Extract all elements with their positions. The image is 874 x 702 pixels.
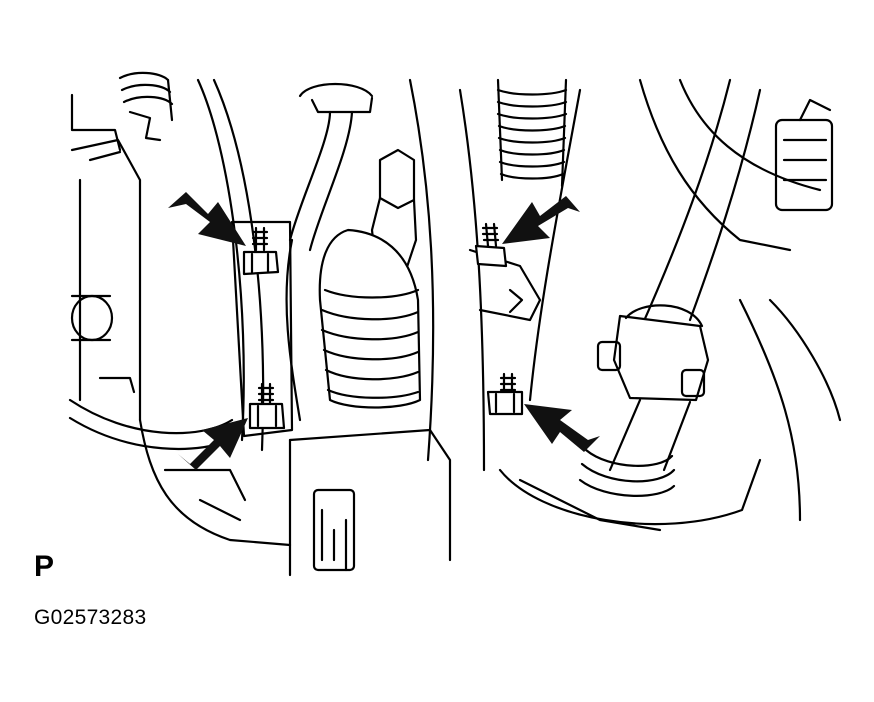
- right-assembly: [468, 78, 842, 532]
- nut-lower-left: [248, 382, 286, 430]
- center-assembly: [230, 78, 486, 577]
- arrow-nut-lower-right: [524, 404, 600, 452]
- arrow-nut-upper-left: [168, 192, 246, 246]
- nut-upper-right: [474, 222, 508, 268]
- nut-upper-left: [242, 226, 280, 276]
- arrow-nut-lower-left: [178, 418, 248, 470]
- figure-code: G02573283: [34, 606, 147, 629]
- view-label: P: [34, 550, 55, 583]
- arrow-nut-upper-right: [502, 196, 580, 244]
- left-assembly: [68, 71, 292, 547]
- nut-lower-right: [486, 372, 524, 416]
